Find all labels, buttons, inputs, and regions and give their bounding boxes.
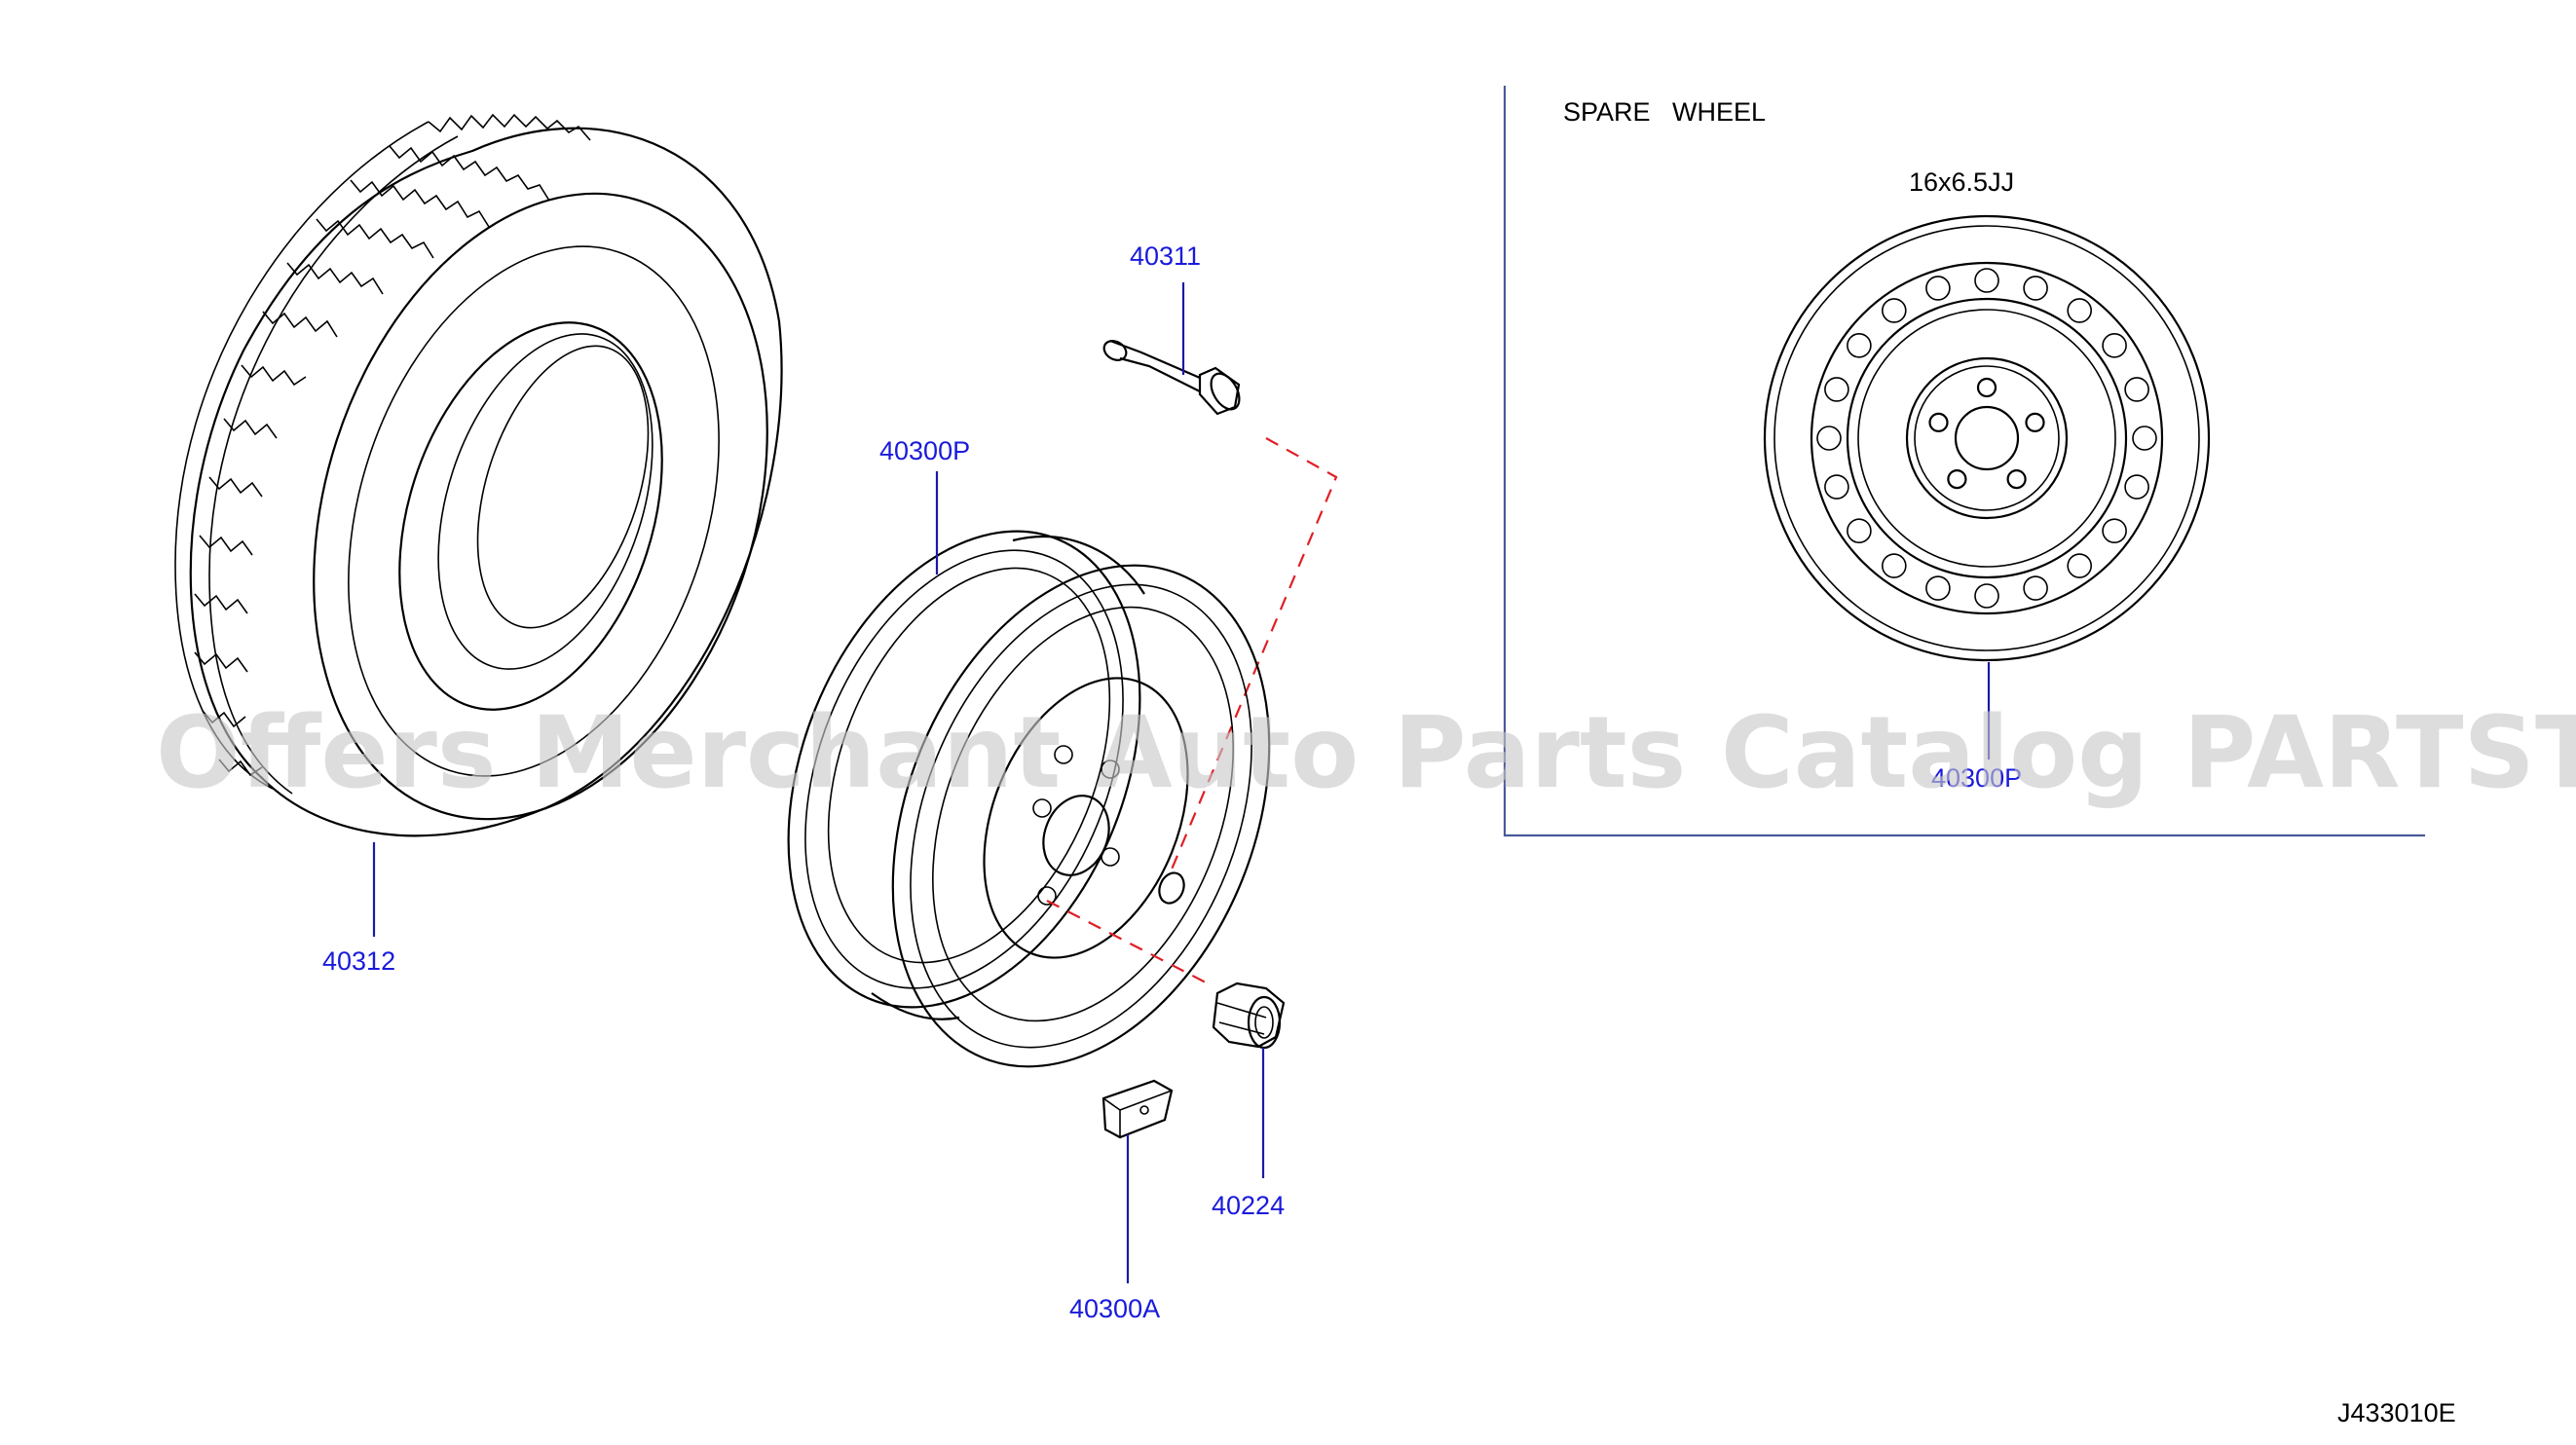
spare-wheel-size: 16x6.5JJ — [1909, 167, 2014, 197]
valve-assembly-path — [1167, 437, 1338, 877]
valve-part-number[interactable]: 40311 — [1130, 241, 1201, 271]
vent-hole — [1974, 268, 1999, 293]
vent-hole — [2067, 553, 2092, 578]
vent-hole — [2023, 276, 2048, 301]
watermark: Offers Merchant Auto Parts Catalog PARTS… — [156, 695, 2576, 811]
stud-hole — [1947, 469, 1967, 490]
road-wheel-drawing[interactable] — [722, 479, 1339, 1123]
stud-hole — [2025, 412, 2045, 432]
vent-hole — [1882, 298, 1907, 323]
tire-drawing[interactable] — [174, 113, 843, 878]
vent-hole — [2124, 474, 2149, 500]
stud-hole — [2006, 469, 2027, 490]
valve-drawing[interactable] — [1101, 337, 1245, 416]
vent-hole — [1925, 276, 1951, 301]
stud-hole — [1976, 377, 1997, 398]
vent-hole — [1847, 332, 1872, 358]
vent-hole — [2124, 377, 2149, 402]
vent-hole — [2102, 518, 2127, 544]
balance-weight-part-number[interactable]: 40300A — [1069, 1294, 1160, 1323]
vent-hole — [1882, 553, 1907, 578]
nut-assembly-path — [1046, 900, 1209, 984]
spare-wheel-frame — [1503, 86, 2425, 837]
vent-hole — [2023, 575, 2048, 601]
wheel-nut-drawing[interactable] — [1212, 982, 1286, 1050]
tire-part-number[interactable]: 40312 — [322, 946, 395, 976]
road-wheel-part-number[interactable]: 40300P — [879, 436, 970, 465]
vent-hole — [2132, 426, 2157, 451]
balance-weight-drawing[interactable] — [1101, 1079, 1174, 1139]
diagram-code: J433010E — [2337, 1398, 2456, 1427]
spare-wheel-drawing[interactable] — [1763, 214, 2211, 662]
vent-hole — [1824, 474, 1849, 500]
wheel-nut-part-number[interactable]: 40224 — [1212, 1191, 1285, 1220]
stud-hole — [1928, 412, 1949, 432]
vent-hole — [2067, 298, 2092, 323]
spare-wheel-part-number[interactable]: 40300P — [1931, 763, 2022, 793]
vent-hole — [2102, 332, 2127, 358]
vent-hole — [1824, 377, 1849, 402]
vent-hole — [1974, 583, 1999, 609]
vent-hole — [1816, 426, 1842, 451]
spare-wheel-title: SPARE WHEEL — [1563, 97, 1766, 127]
vent-hole — [1925, 575, 1951, 601]
vent-hole — [1847, 518, 1872, 544]
